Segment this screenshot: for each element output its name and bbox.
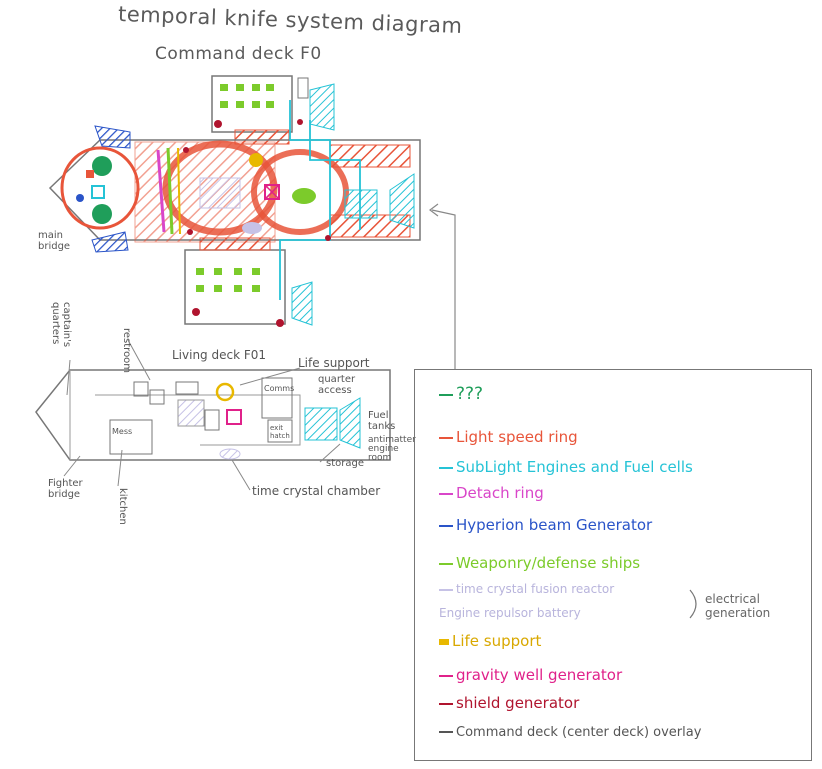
label-life-support: Life support <box>298 356 370 370</box>
legend-item-repulsor-battery: Engine repulsor battery <box>439 606 581 620</box>
living-deck <box>35 203 697 619</box>
diagram-subtitle: Command deck F0 <box>155 44 322 64</box>
legend-item-unknown: ??? <box>439 384 483 404</box>
label-fighter-bridge: Fighter bridge <box>48 478 83 500</box>
label-storage: storage <box>326 458 364 469</box>
legend-item-light-speed-ring: Light speed ring <box>439 428 578 446</box>
bottom-wing <box>184 237 313 327</box>
legend-box: ??? Light speed ring SubLight Engines an… <box>414 369 812 761</box>
legend-item-sublight-engines: SubLight Engines and Fuel cells <box>439 458 693 476</box>
label-fuel-tanks: Fuel tanks <box>368 410 396 432</box>
legend-item-life-support: Life support <box>439 632 541 650</box>
label-mess: Mess <box>112 427 133 436</box>
legend-item-shield-generator: shield generator <box>439 694 579 712</box>
label-quarter-access: quarter access <box>318 374 356 396</box>
legend-item-hyperion-beam: Hyperion beam Generator <box>439 516 652 534</box>
legend-item-weaponry: Weaponry/defense ships <box>439 554 640 572</box>
label-exit-hatch: exit hatch <box>270 424 290 440</box>
legend-item-detach-ring: Detach ring <box>439 484 544 502</box>
legend-item-fusion-reactor: time crystal fusion reactor <box>439 582 614 596</box>
label-time-crystal-chamber: time crystal chamber <box>252 484 381 498</box>
legend-electrical-note: electrical generation <box>705 592 771 620</box>
main-hull <box>48 100 421 300</box>
label-restroom: restroom <box>121 328 132 374</box>
label-captains-quarters: captain's quarters <box>50 302 72 348</box>
label-main-bridge: main bridge <box>38 230 71 252</box>
legend-item-gravity-well: gravity well generator <box>439 666 622 684</box>
top-wing <box>211 75 335 145</box>
label-kitchen: kitchen <box>117 488 128 525</box>
label-comms: Comms <box>264 384 295 393</box>
legend-item-command-deck-overlay: Command deck (center deck) overlay <box>439 722 701 740</box>
label-living-deck: Living deck F01 <box>172 348 267 362</box>
label-antimatter-engine-room: antimatter engine room <box>368 435 416 463</box>
